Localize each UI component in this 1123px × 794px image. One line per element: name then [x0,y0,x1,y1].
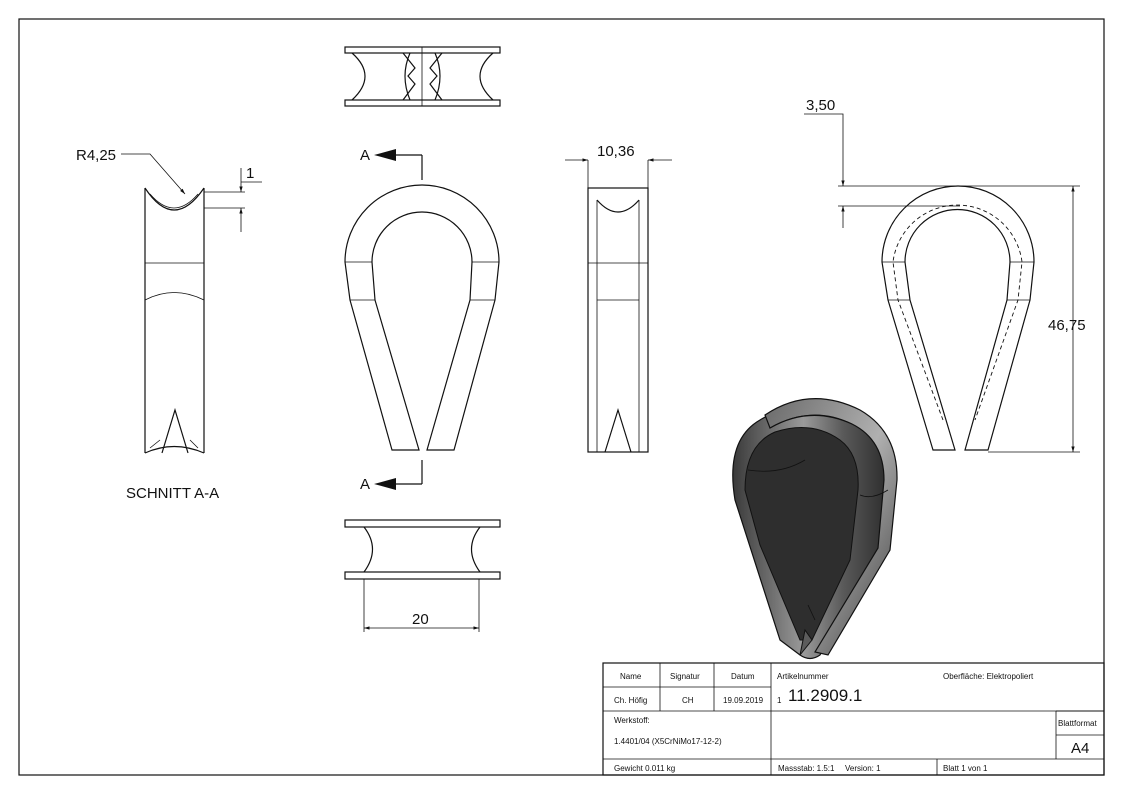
sheet-border [18,18,1105,776]
artikelnummer-prefix: 1 [777,696,782,705]
header-name: Name [620,672,642,681]
isometric-render [732,398,898,660]
section-a-a-view: R4,25 1 SCHNITT A-A [76,147,262,502]
section-marker-top: A [360,147,370,164]
dim-wall: 3,50 [806,97,835,114]
bottom-view: 20 [344,519,501,632]
blattformat-label: Blattformat [1058,719,1097,728]
top-view [344,46,501,107]
right-view: 3,50 46,75 [804,97,1086,453]
front-view: A A [344,147,500,493]
value-datum: 19.09.2019 [723,696,764,705]
dim-groove-depth: 1 [246,165,254,182]
blattformat-value: A4 [1071,740,1089,757]
title-block: Name Signatur Datum Ch. Höfig CH 19.09.2… [602,662,1105,776]
gewicht: Gewicht 0.011 kg [614,764,675,773]
werkstoff-label: Werkstoff: [614,716,650,725]
artikelnummer: 11.2909.1 [788,686,862,705]
dim-width: 10,36 [597,143,635,160]
version: Version: 1 [845,764,881,773]
side-view: 10,36 [565,143,672,453]
section-marker-bottom: A [360,476,370,493]
dim-radius: R4,25 [76,147,116,164]
section-label: SCHNITT A-A [126,485,219,502]
dim-length: 20 [412,611,429,628]
werkstoff-value: 1.4401/04 (X5CrNiMo17-12-2) [614,737,722,746]
massstab: Massstab: 1.5:1 [778,764,835,773]
oberflaeche: Oberfläche: Elektropoliert [943,672,1034,681]
blatt: Blatt 1 von 1 [943,764,988,773]
header-datum: Datum [731,672,755,681]
header-signatur: Signatur [670,672,700,681]
value-name: Ch. Höfig [614,696,647,705]
value-signatur: CH [682,696,694,705]
artikelnummer-label: Artikelnummer [777,672,829,681]
dim-height: 46,75 [1048,317,1086,334]
